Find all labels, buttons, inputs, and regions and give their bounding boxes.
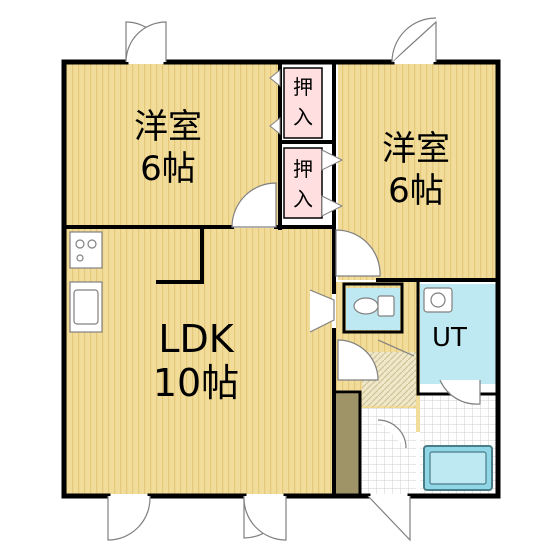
stove-icon — [69, 231, 103, 269]
svg-text:押: 押 — [293, 157, 313, 181]
room-ldk-floor — [66, 228, 332, 494]
svg-text:入: 入 — [293, 105, 313, 129]
closet-lower — [283, 147, 323, 219]
svg-text:押: 押 — [293, 75, 313, 99]
walls — [61, 59, 501, 499]
closet-lower-label: 押 入 — [293, 157, 313, 211]
room-ldk-label: LDK 10帖 — [153, 317, 239, 405]
svg-text:洋室: 洋室 — [134, 107, 202, 147]
door-swing-icon — [107, 17, 481, 542]
svg-text:洋室: 洋室 — [382, 129, 450, 169]
entry-floor — [336, 394, 360, 494]
room-western-right-label: 洋室 6帖 — [382, 129, 450, 211]
toilet-icon — [353, 295, 395, 317]
bathtub-icon — [423, 445, 493, 491]
entry-tiles — [360, 408, 416, 494]
svg-text:6帖: 6帖 — [140, 149, 196, 189]
closet-upper — [283, 67, 323, 139]
closet-upper-label: 押 入 — [293, 75, 313, 129]
washbasin-icon — [423, 287, 453, 313]
sink-icon — [69, 281, 103, 333]
svg-text:入: 入 — [293, 187, 313, 211]
closet-door-icon — [269, 68, 344, 217]
svg-text:10帖: 10帖 — [153, 361, 239, 405]
room-utility-label: UT — [432, 323, 467, 353]
room-western-left-label: 洋室 6帖 — [134, 107, 202, 189]
svg-text:6帖: 6帖 — [388, 171, 444, 211]
svg-text:LDK: LDK — [158, 317, 234, 361]
